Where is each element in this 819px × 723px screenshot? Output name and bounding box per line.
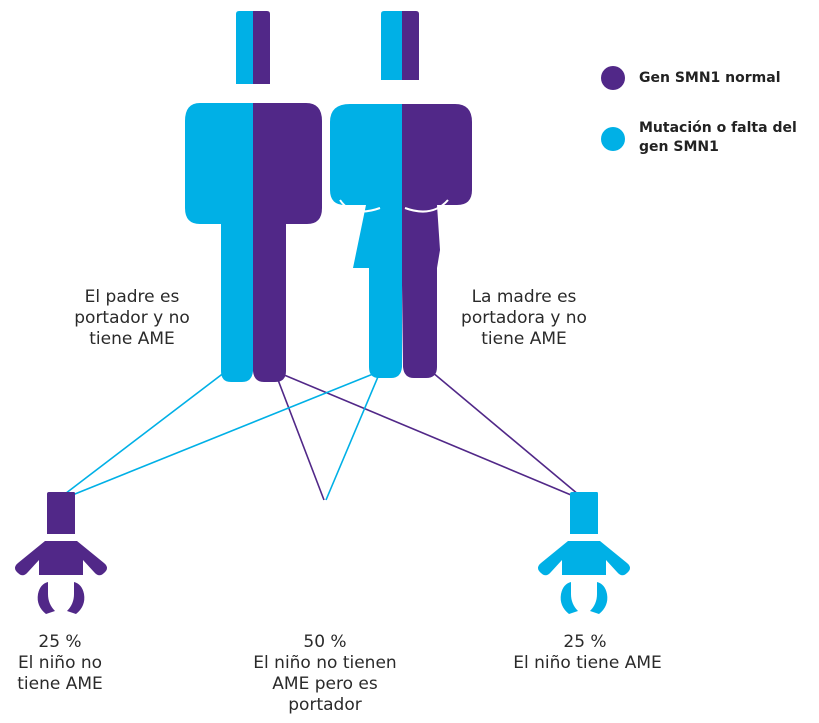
- mother-to-child2-line: [325, 371, 381, 501]
- child-3-percent: 25 %: [563, 632, 607, 652]
- child-3-label: El niño tiene AME: [513, 653, 662, 673]
- mother-label: La madre es portadora y no tiene AME: [461, 287, 587, 349]
- child-1-label: El niño no tiene AME: [17, 653, 103, 694]
- legend-normal-label: Gen SMN1 normal: [639, 70, 781, 86]
- child-1-percent: 25 %: [38, 632, 82, 652]
- mother-to-child3-line: [431, 371, 586, 501]
- legend-normal: Gen SMN1 normal: [601, 66, 809, 90]
- father-to-child2-line: [274, 371, 325, 501]
- connection-lines: [56, 371, 586, 501]
- mother-figure: [330, 11, 472, 378]
- child-2-percent: 50 %: [303, 632, 347, 652]
- child-2-figure-right: [277, 492, 369, 614]
- legend-mutation: Mutación o falta del gen SMN1: [601, 120, 817, 157]
- child-2-figure: [277, 492, 369, 614]
- child-3-figure: [538, 492, 630, 614]
- mutation-gene-dot-icon: [601, 127, 625, 151]
- father-to-child1-line: [56, 371, 226, 501]
- child-1-figure: [15, 492, 107, 614]
- father-label: El padre es portador y no tiene AME: [74, 287, 190, 349]
- normal-gene-dot-icon: [601, 66, 625, 90]
- father-to-child3-line: [276, 371, 584, 501]
- mother-to-child1-line: [59, 371, 379, 501]
- legend-mutation-label: Mutación o falta del gen SMN1: [639, 120, 797, 155]
- child-2-label: El niño no tienen AME pero es portador: [253, 653, 397, 715]
